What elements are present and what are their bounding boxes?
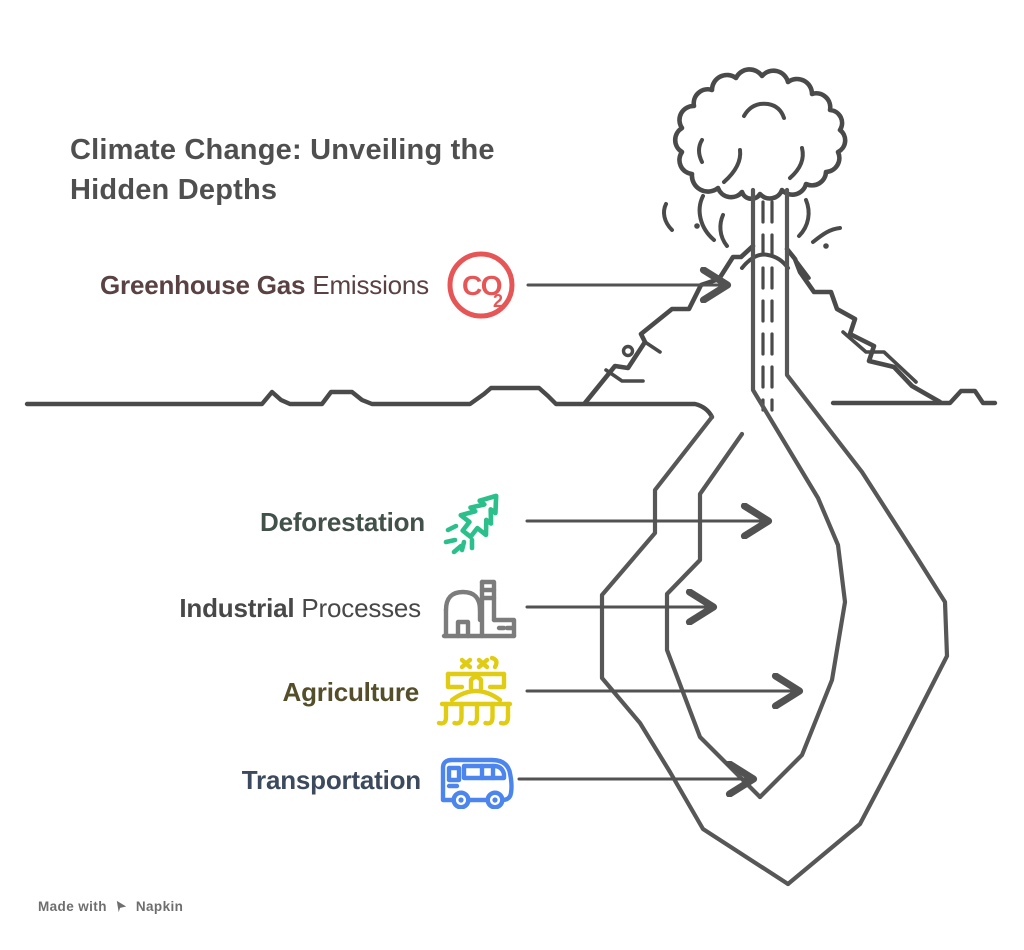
co2-sub-text: 2 xyxy=(493,291,503,311)
chamber-inner-left xyxy=(664,431,763,800)
splash-right-2 xyxy=(811,226,842,244)
label-strong-text: Deforestation xyxy=(260,506,425,537)
chamber-outer-left xyxy=(599,414,791,887)
label-strong-text: Industrial xyxy=(179,592,295,623)
label-strong-text: Transportation xyxy=(241,764,421,795)
co2-main-text: CO xyxy=(462,270,502,301)
label-normal-text: Emissions xyxy=(312,269,429,300)
crater-mound xyxy=(740,252,790,270)
footer-credit: Made with Napkin xyxy=(38,899,183,914)
transportation-label: Transportation xyxy=(242,765,421,796)
cloud-inner-detail-4 xyxy=(697,138,704,164)
page-title: Climate Change: Unveiling the Hidden Dep… xyxy=(70,134,495,207)
cloud-inner-detail-3 xyxy=(742,101,786,120)
bus-icon xyxy=(436,751,518,809)
splash-left-3 xyxy=(662,202,674,232)
chamber-inner-right xyxy=(750,187,848,800)
agriculture-label: Agriculture xyxy=(282,676,420,708)
volcano-right-detail xyxy=(795,260,811,280)
splash-right-1 xyxy=(797,198,811,238)
smoke-cloud xyxy=(672,67,848,202)
cloud-inner-detail-2 xyxy=(788,146,805,180)
made-with-text: Made with xyxy=(38,899,107,914)
volcano-right-flank xyxy=(784,246,943,405)
factory-icon xyxy=(436,574,518,642)
splash-dot-right xyxy=(823,243,829,249)
falling-tree-icon xyxy=(440,482,518,562)
co2-icon: CO 2 xyxy=(444,248,518,322)
volcano-left-detail-2 xyxy=(643,340,662,354)
label-strong-text: Agriculture xyxy=(282,676,420,707)
splash-left-2 xyxy=(718,213,729,248)
napkin-logo-icon xyxy=(116,900,127,913)
ground-line-left xyxy=(24,385,715,420)
label-row-deforestation: Deforestation xyxy=(40,480,518,564)
splash-left-1 xyxy=(697,194,716,242)
volcano-left-flank xyxy=(582,243,756,406)
cloud-inner-detail-1 xyxy=(722,148,743,184)
splash-dot-left xyxy=(694,223,700,229)
label-normal-text: Processes xyxy=(301,592,421,623)
harrow-icon xyxy=(434,654,518,730)
label-row-transportation: Transportation xyxy=(40,738,518,822)
deforestation-label: Deforestation xyxy=(260,507,425,538)
label-row-agriculture: Agriculture xyxy=(40,650,518,734)
chamber-outer-right xyxy=(784,187,950,887)
label-strong-text: Greenhouse Gas xyxy=(100,269,306,300)
volcano-left-detail xyxy=(604,368,645,383)
brand-text: Napkin xyxy=(135,899,184,914)
volcano-right-ridge xyxy=(841,330,918,384)
volcano-rock-detail xyxy=(621,344,635,358)
ground-line-right xyxy=(830,388,998,406)
